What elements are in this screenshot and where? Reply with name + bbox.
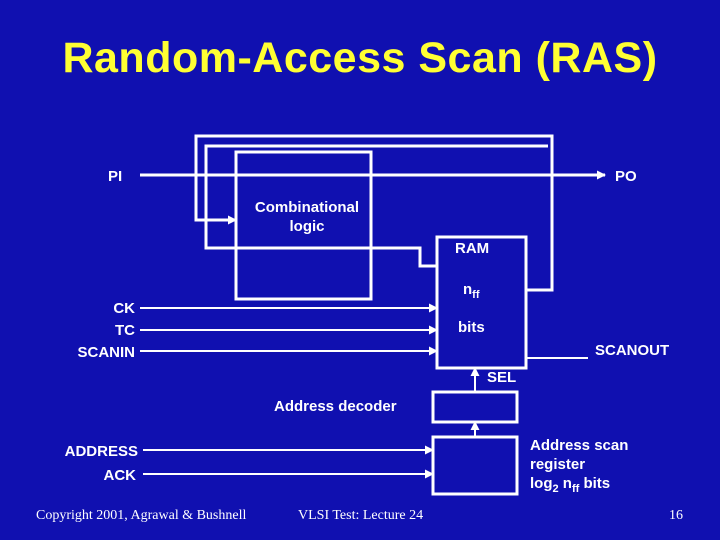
ack-label: ACK bbox=[104, 467, 137, 484]
comb-logic-label-line1: Combinational bbox=[255, 199, 359, 216]
ram-nff-label: nff bbox=[463, 281, 480, 301]
feedback-loop-outer bbox=[194, 134, 554, 292]
address-scan-register-label-line3: log2 nff bits bbox=[530, 475, 610, 495]
slide-title: Random-Access Scan (RAS) bbox=[62, 34, 658, 82]
address-decoder-label: Address decoder bbox=[274, 398, 397, 415]
address-label: ADDRESS bbox=[65, 443, 138, 460]
feedback-loop-inner bbox=[204, 144, 548, 268]
footer-copyright: Copyright 2001, Agrawal & Bushnell bbox=[36, 508, 247, 523]
address-scan-register-label-line2: register bbox=[530, 456, 585, 473]
pi-label: PI bbox=[108, 168, 122, 185]
scanout-label: SCANOUT bbox=[595, 342, 669, 359]
sel-label: SEL bbox=[487, 369, 516, 386]
footer-page-number: 16 bbox=[669, 508, 683, 523]
ram-block bbox=[435, 235, 528, 370]
po-label: PO bbox=[615, 168, 637, 185]
address-scan-register-label-line1: Address scan bbox=[530, 437, 628, 454]
comb-logic-label-line2: logic bbox=[289, 218, 324, 235]
ram-bits-label: bits bbox=[458, 319, 485, 336]
ck-label: CK bbox=[113, 300, 135, 317]
address-decoder-block bbox=[431, 390, 519, 424]
ram-label: RAM bbox=[455, 240, 489, 257]
footer-lecture: VLSI Test: Lecture 24 bbox=[298, 508, 424, 523]
tc-label: TC bbox=[115, 322, 135, 339]
scanin-label: SCANIN bbox=[77, 344, 135, 361]
address-scan-register-block bbox=[431, 435, 519, 496]
combinational-logic-block bbox=[234, 150, 373, 301]
